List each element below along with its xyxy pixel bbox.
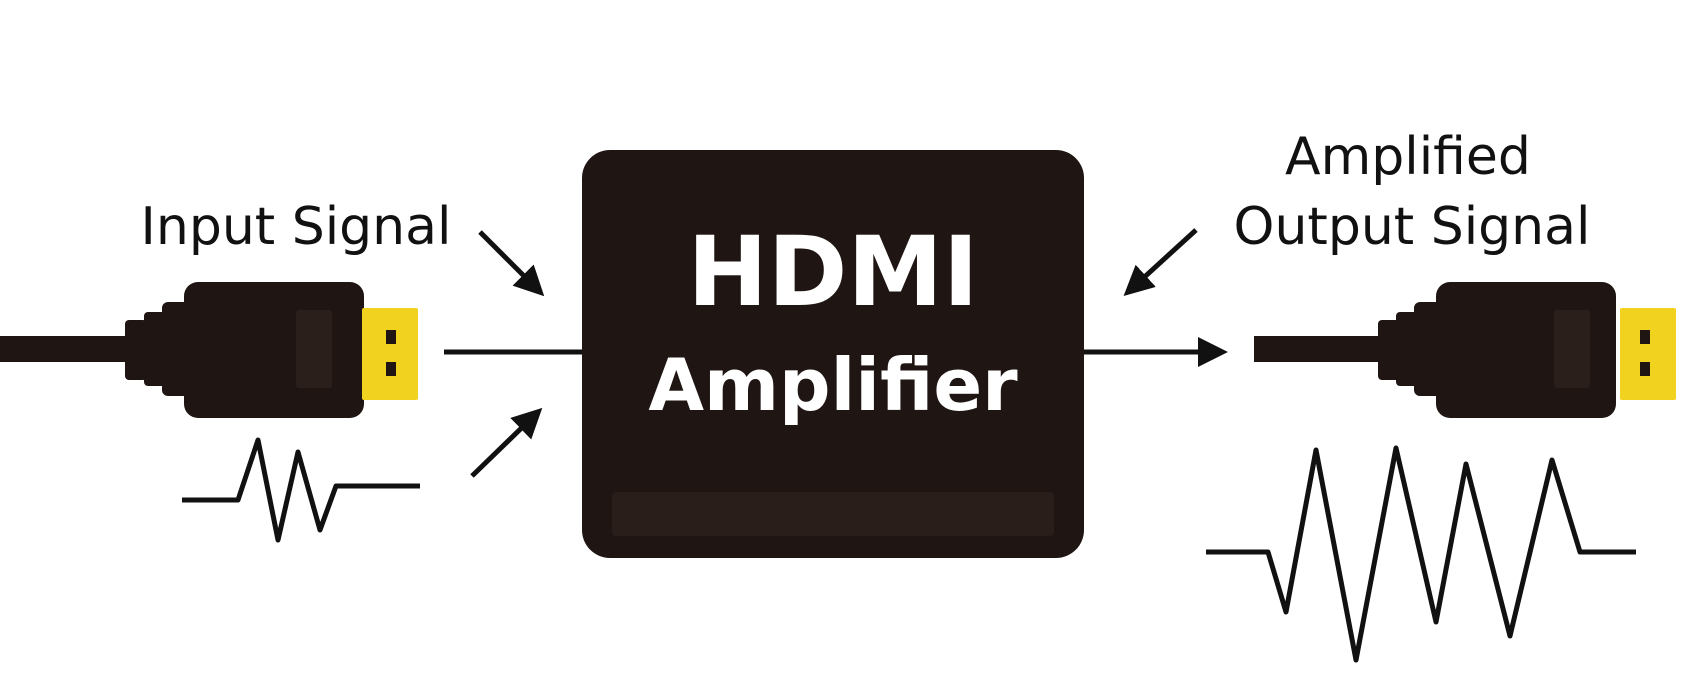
input-hdmi-connector-icon <box>0 282 418 418</box>
output-waveform-icon <box>1206 445 1636 663</box>
input-waveform-icon <box>182 437 420 543</box>
hdmi-amplifier-device: HDMI Amplifier <box>582 150 1084 558</box>
arrow-icon <box>1123 228 1198 297</box>
arrow-icon <box>478 230 545 297</box>
device-title: HDMI <box>687 216 978 328</box>
output-hdmi-connector-icon <box>1254 282 1676 418</box>
device-subtitle: Amplifier <box>648 343 1018 427</box>
output-signal-label-line1: Amplified <box>1285 127 1531 187</box>
output-signal-label-line2: Output Signal <box>1234 197 1591 257</box>
input-signal-label: Input Signal <box>141 197 452 257</box>
arrow-icon <box>470 407 543 478</box>
